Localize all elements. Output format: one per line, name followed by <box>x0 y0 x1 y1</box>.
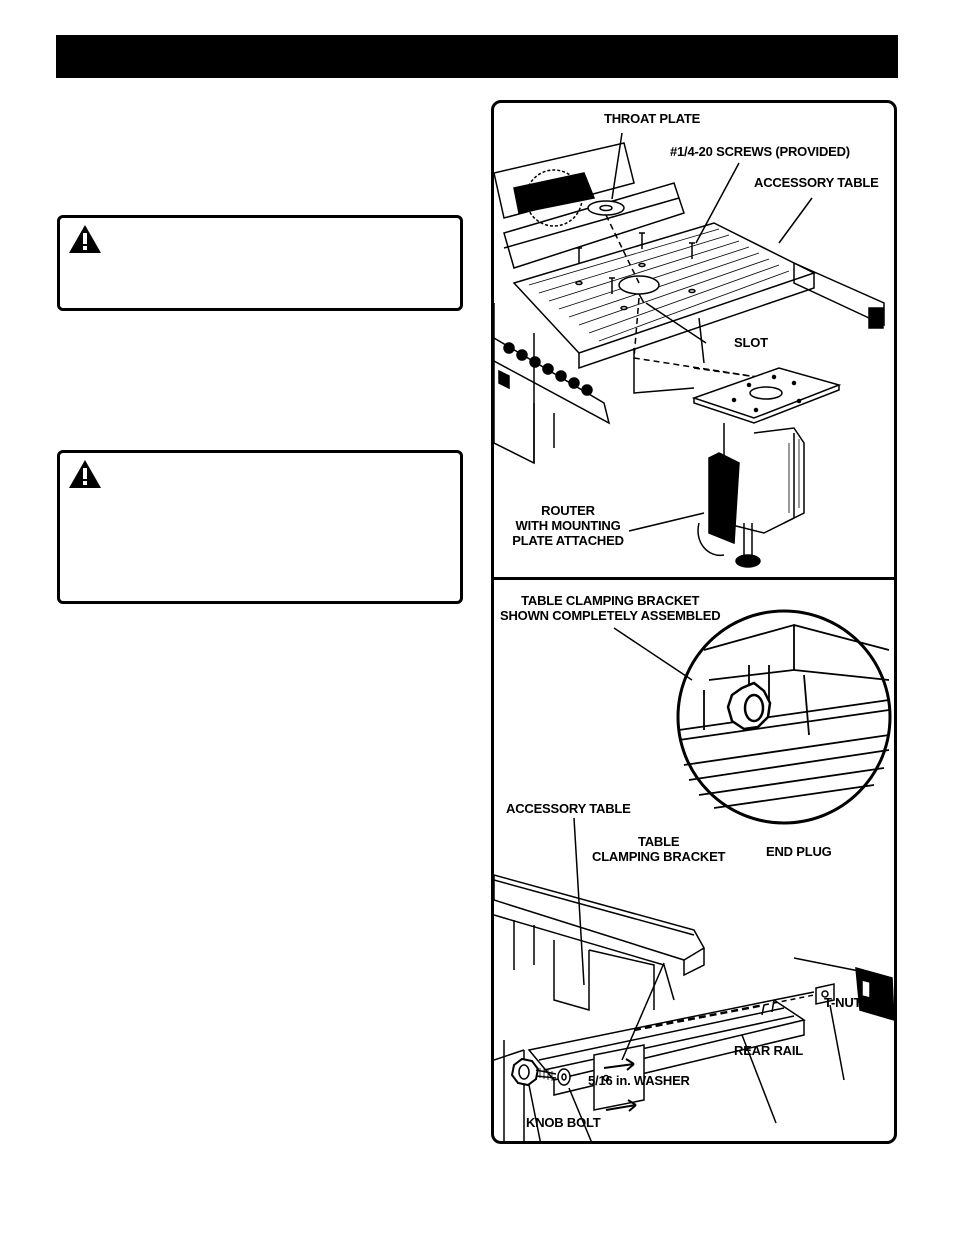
warning-triangle-icon <box>69 225 101 253</box>
figure-panel: THROAT PLATE #1/4-20 SCREWS (PROVIDED) A… <box>491 100 897 1144</box>
label-accessory-table-top: ACCESSORY TABLE <box>754 175 879 190</box>
label-t-nut: T-NUT <box>824 995 862 1010</box>
label-clamping-bracket: TABLE CLAMPING BRACKET <box>592 834 726 864</box>
label-knob-bolt: KNOB BOLT <box>526 1115 601 1130</box>
figure-divider <box>494 577 894 580</box>
label-washer: 5/16 in. WASHER <box>588 1073 690 1088</box>
label-bracket-assembled: TABLE CLAMPING BRACKET SHOWN COMPLETELY … <box>500 593 721 623</box>
label-rear-rail: REAR RAIL <box>734 1043 803 1058</box>
warning-triangle-icon <box>69 460 101 488</box>
warning-box-1 <box>57 215 463 311</box>
label-router: ROUTER WITH MOUNTING PLATE ATTACHED <box>512 503 624 548</box>
label-screws: #1/4-20 SCREWS (PROVIDED) <box>670 144 850 159</box>
clamping-bracket-illustration <box>494 609 894 1141</box>
router-table-illustration <box>494 132 885 568</box>
warning-box-2 <box>57 450 463 604</box>
label-end-plug: END PLUG <box>766 844 832 859</box>
label-throat-plate: THROAT PLATE <box>604 111 701 126</box>
header-bar <box>56 35 898 78</box>
label-slot: SLOT <box>734 335 768 350</box>
label-accessory-table-bottom: ACCESSORY TABLE <box>506 801 631 816</box>
